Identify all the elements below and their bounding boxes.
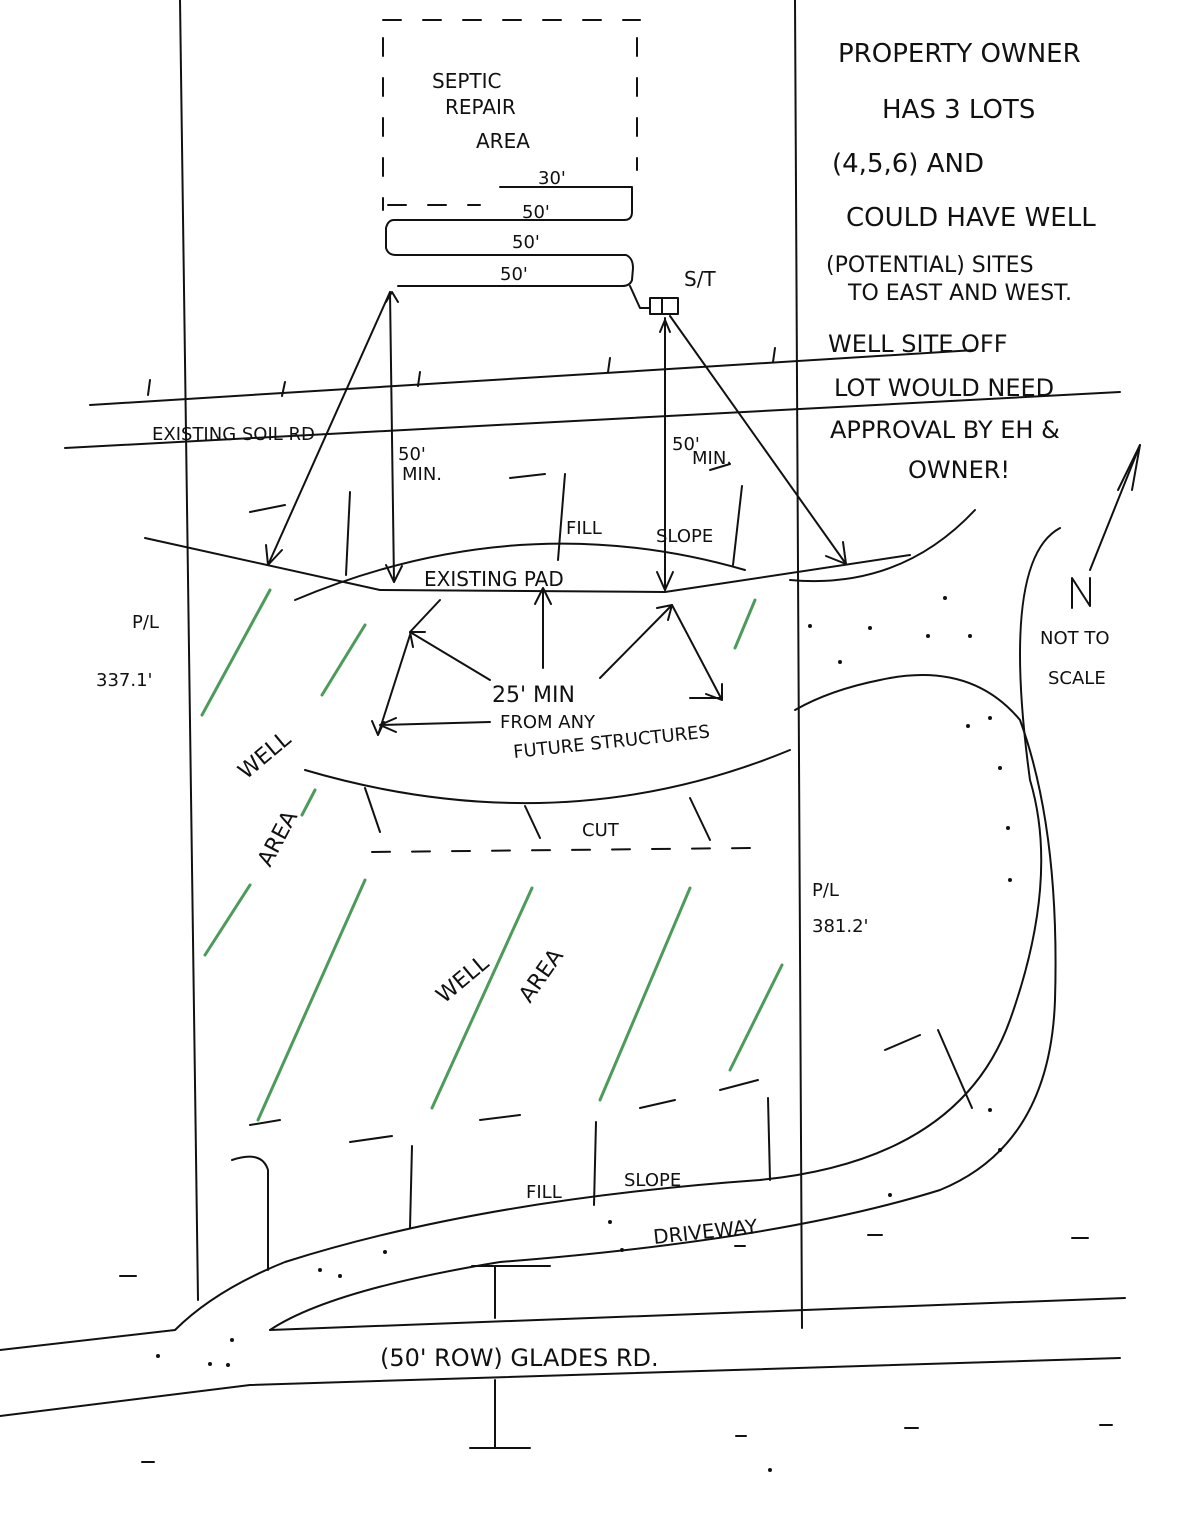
min-left-b: MIN. [402,464,442,485]
min25-b: FROM ANY [500,712,596,733]
well-area-left-a: WELL [234,726,297,784]
north-arrow-icon [1071,444,1141,609]
property-lines [179,0,803,1329]
septic-repair-area [382,19,679,315]
existing-soil-road [64,347,1121,449]
well-setback-arrows [371,587,723,736]
well-area-hatching [200,588,784,1122]
east-property-line [794,0,803,1329]
well-area-center-b: AREA [514,945,568,1008]
driveway-label: DRIVEWAY [652,1214,759,1249]
septic-label-line2: REPAIR [445,95,516,119]
existing-soil-rd-label: EXISTING SOIL RD [152,424,315,445]
notes-line2: HAS 3 LOTS [882,95,1035,125]
not-to-scale-b: SCALE [1048,668,1106,689]
septic-dim-50c: 50' [500,264,528,285]
notes-line7: WELL SITE OFF [828,330,1008,358]
well-area-center-a: WELL [432,950,495,1008]
driveway [0,527,1061,1351]
site-labels: EXISTING SOIL RD 50' MIN. 50' MIN. FILL … [96,424,1110,1372]
fill-slope-bottom-b: SLOPE [624,1170,681,1191]
fill-slope-top-b: SLOPE [656,526,713,547]
septic-tank-label: S/T [684,267,716,291]
septic-tank-icon [649,297,679,315]
setback-arrows [265,291,847,591]
road-label: (50' ROW) GLADES RD. [380,1344,659,1372]
notes-line6: TO EAST AND WEST. [847,281,1072,306]
existing-pad-outline [144,463,976,601]
pl-right-a: P/L [812,880,839,901]
gravel-dots [156,596,1012,1472]
notes-line9: APPROVAL BY EH & [830,416,1060,444]
septic-dim-30: 30' [538,168,566,189]
notes-line1: PROPERTY OWNER [838,39,1081,69]
fill-slope-bottom-a: FILL [526,1182,562,1203]
cut-line [304,749,791,853]
pl-right-b: 381.2' [812,916,868,937]
notes-line5: (POTENTIAL) SITES [826,253,1034,278]
existing-pad-label: EXISTING PAD [424,567,564,591]
septic-dim-50b: 50' [512,232,540,253]
owner-notes: PROPERTY OWNER HAS 3 LOTS (4,5,6) AND CO… [826,39,1096,484]
fill-slope-top-a: FILL [566,518,602,539]
cut-label: CUT [582,820,620,841]
min-left-a: 50' [398,444,426,465]
notes-line10: OWNER! [908,456,1010,484]
well-area-left-b: AREA [253,807,303,871]
notes-line8: LOT WOULD NEED [834,374,1054,402]
min25-a: 25' MIN [492,683,575,708]
notes-line3: (4,5,6) AND [832,149,984,179]
septic-label-line3: AREA [476,129,530,153]
glades-road [0,1234,1126,1463]
septic-trenches [385,186,634,287]
septic-label-line1: SEPTIC [432,69,501,93]
septic-dim-50a: 50' [522,202,550,223]
pl-left-a: P/L [132,612,159,633]
notes-line4: COULD HAVE WELL [846,203,1096,233]
lower-fill-slope [231,1029,973,1271]
pl-left-b: 337.1' [96,670,152,691]
min-right-b: MIN. [692,448,732,469]
septic-labels: SEPTIC REPAIR AREA 30' 50' 50' 50' S/T [432,69,716,291]
west-property-line [179,0,199,1301]
min-right-a: 50' [672,434,700,455]
north-label: N [1066,587,1085,617]
not-to-scale-a: NOT TO [1040,628,1110,649]
